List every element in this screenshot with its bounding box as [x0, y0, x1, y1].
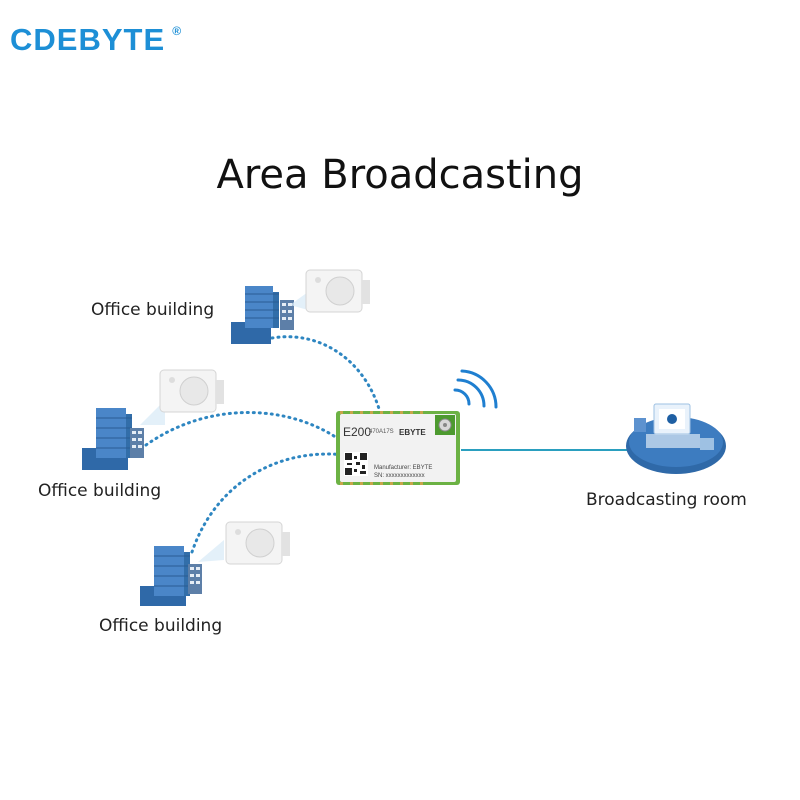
link-building-1: [270, 335, 382, 414]
speaker-icon: [159, 369, 224, 413]
label-office-building-3: Office building: [99, 616, 223, 636]
e200-module: [336, 411, 460, 485]
office-building-2: [82, 400, 165, 470]
label-office-building-2: Office building: [38, 481, 162, 501]
page-title: Area Broadcasting: [216, 152, 584, 198]
label-broadcasting-room: Broadcasting room: [586, 490, 747, 510]
office-building-1: [231, 286, 308, 344]
office-building-3: [140, 540, 224, 606]
brand-name: CDEBYTE: [10, 22, 166, 57]
links: [144, 335, 382, 554]
link-building-2: [144, 411, 342, 447]
module-manufacturer: Manufacturer: EBYTE: [374, 465, 433, 471]
brand-logo: CDEBYTE ®: [10, 22, 181, 58]
registered-mark: ®: [172, 24, 182, 38]
module-variant: 470A17S: [369, 429, 394, 435]
qr-code-icon: [344, 452, 368, 476]
link-building-3: [190, 452, 372, 554]
workstation-icon: [626, 403, 726, 474]
speaker-icon: [225, 521, 290, 565]
module-serial: SN: xxxxxxxxxxxxx: [374, 473, 425, 479]
wifi-signal-icon: [453, 369, 498, 409]
antenna-connector-icon: [435, 415, 455, 435]
label-office-building-1: Office building: [91, 300, 215, 320]
module-model: E200: [343, 425, 372, 439]
speaker-icon: [305, 269, 370, 313]
module-brand: EBYTE: [399, 428, 426, 437]
